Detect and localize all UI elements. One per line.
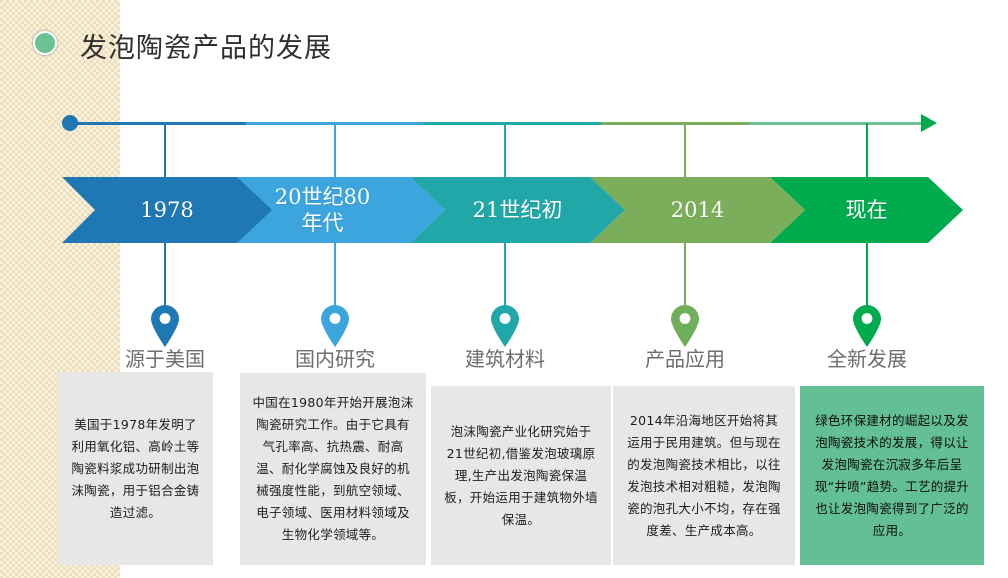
axis-segment-2 xyxy=(246,121,423,125)
axis-drop-connector-5 xyxy=(866,123,868,177)
pin-stem-2 xyxy=(334,243,336,307)
pin-stem-1 xyxy=(164,243,166,307)
chevron-label-1: 1978 xyxy=(140,198,194,222)
map-pin-icon-1[interactable] xyxy=(150,305,180,347)
page-title: 发泡陶瓷产品的发展 xyxy=(80,33,332,64)
detail-card-text-4: 2014年沿海地区开始将其运用于民用建筑。但与现在的发泡陶瓷技术相比，以往发泡技… xyxy=(627,412,781,538)
chevron-stage-4[interactable]: 2014 xyxy=(590,177,805,243)
detail-card-text-2: 中国在1980年开始开展泡沫陶瓷研究工作。由于它具有气孔率高、抗热震、耐高温、耐… xyxy=(252,395,414,542)
axis-segment-4 xyxy=(601,121,749,125)
chevron-stage-3[interactable]: 21世纪初 xyxy=(410,177,625,243)
timeline-chevron-band: 1978 20世纪80 年代 21世纪初 2014 现在 xyxy=(0,177,1008,243)
stage-label-1: 源于美国 xyxy=(125,347,205,371)
axis-segment-3 xyxy=(423,121,601,125)
chevron-label-4: 2014 xyxy=(670,198,725,222)
pin-stem-5 xyxy=(866,243,868,307)
pin-stem-3 xyxy=(504,243,506,307)
map-pin-icon-2[interactable] xyxy=(320,305,350,347)
title-bullet-icon xyxy=(33,31,57,55)
detail-card-text-3: 泡沫陶瓷产业化研究始于21世纪初,借鉴发泡玻璃原理,生产出发泡陶瓷保温板，开始运… xyxy=(444,423,598,527)
chevron-stage-1[interactable]: 1978 xyxy=(62,177,272,243)
detail-card-4[interactable]: 2014年沿海地区开始将其运用于民用建筑。但与现在的发泡陶瓷技术相比，以往发泡技… xyxy=(613,386,795,565)
detail-card-text-1: 美国于1978年发明了 利用氧化铝、高岭土等陶瓷料浆成功研制出泡沫陶瓷，用于铝合… xyxy=(71,416,200,520)
detail-card-5[interactable]: 绿色环保建材的崛起以及发泡陶瓷技术的发展，得以让发泡陶瓷在沉寂多年后呈现“井喷”… xyxy=(800,386,984,565)
axis-arrowhead-icon xyxy=(921,114,937,132)
map-pin-icon-4[interactable] xyxy=(670,305,700,347)
stage-label-3: 建筑材料 xyxy=(465,347,545,371)
stage-label-5: 全新发展 xyxy=(827,347,907,371)
stage-label-2: 国内研究 xyxy=(295,347,375,371)
decorative-side-band xyxy=(0,0,120,578)
axis-drop-connector-1 xyxy=(164,123,166,177)
chevron-label-5: 现在 xyxy=(845,198,888,222)
detail-card-text-5: 绿色环保建材的崛起以及发泡陶瓷技术的发展，得以让发泡陶瓷在沉寂多年后呈现“井喷”… xyxy=(814,412,970,538)
chevron-label-2: 20世纪80 年代 xyxy=(274,185,371,235)
detail-card-3[interactable]: 泡沫陶瓷产业化研究始于21世纪初,借鉴发泡玻璃原理,生产出发泡陶瓷保温板，开始运… xyxy=(431,386,611,565)
map-pin-icon-5[interactable] xyxy=(852,305,882,347)
axis-segment-5 xyxy=(749,121,925,125)
axis-drop-connector-2 xyxy=(334,123,336,177)
axis-drop-connector-4 xyxy=(684,123,686,177)
axis-drop-connector-3 xyxy=(504,123,506,177)
map-pin-icon-3[interactable] xyxy=(490,305,520,347)
stage-label-4: 产品应用 xyxy=(645,347,725,371)
chevron-stage-5[interactable]: 现在 xyxy=(770,177,963,243)
detail-card-2[interactable]: 中国在1980年开始开展泡沫陶瓷研究工作。由于它具有气孔率高、抗热震、耐高温、耐… xyxy=(240,373,426,565)
chevron-label-3: 21世纪初 xyxy=(472,198,563,222)
pin-stem-4 xyxy=(684,243,686,307)
detail-card-1[interactable]: 美国于1978年发明了 利用氧化铝、高岭土等陶瓷料浆成功研制出泡沫陶瓷，用于铝合… xyxy=(58,372,213,565)
